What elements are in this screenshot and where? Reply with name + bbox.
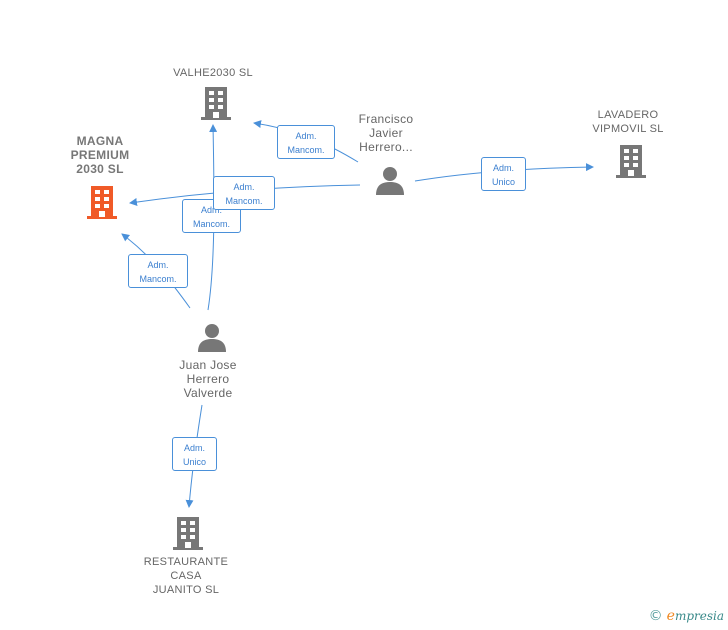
edge-label-line2: Mancom. [225,196,263,206]
edge-label-line2: Mancom. [287,145,325,155]
edge-label-line1: Adm. [492,163,514,173]
edge-label-line1: Adm. [200,205,222,215]
node-label-francisco-javier[interactable]: Francisco Javier Herrero... [358,112,414,154]
edge-label-adm-unico[interactable]: Adm. Unico [481,157,526,191]
node-label-magna-premium[interactable]: MAGNA PREMIUM 2030 SL [70,134,130,176]
edge-label-line1: Adm. [183,443,205,453]
edge-label-line1: Adm. [147,260,169,270]
edge-label-adm-unico[interactable]: Adm. Unico [172,437,217,471]
node-label-juan-jose[interactable]: Juan Jose Herrero Valverde [179,358,237,400]
edge-label-line2: Mancom. [192,219,230,229]
brand-name: mpresia [674,609,724,623]
edge-label-line1: Adm. [295,131,317,141]
person-icon[interactable] [196,322,228,354]
edge-label-adm-mancom[interactable]: Adm. Mancom. [213,176,275,210]
edge-label-line2: Unico [491,177,515,187]
building-icon[interactable] [86,184,118,220]
edge-label-line1: Adm. [233,182,255,192]
person-icon[interactable] [374,165,406,197]
copyright-icon: © [648,608,663,624]
building-icon[interactable] [200,85,232,121]
edge-label-line2: Unico [182,457,206,467]
edge-label-adm-mancom[interactable]: Adm. Mancom. [128,254,188,288]
edge-label-adm-mancom[interactable]: Adm. Mancom. [277,125,335,159]
node-label-valhe2030[interactable]: VALHE2030 SL [173,67,253,79]
brand-initial: e [666,608,675,624]
building-icon[interactable] [615,143,647,179]
node-label-restaurante-casa-juanito[interactable]: RESTAURANTE CASA JUANITO SL [143,556,229,596]
edge-label-line2: Mancom. [139,274,177,284]
empresia-copyright: ©empresia [649,608,724,624]
building-icon[interactable] [172,515,204,551]
node-label-lavadero-vipmovil[interactable]: LAVADERO VIPMOVIL SL [592,109,664,135]
